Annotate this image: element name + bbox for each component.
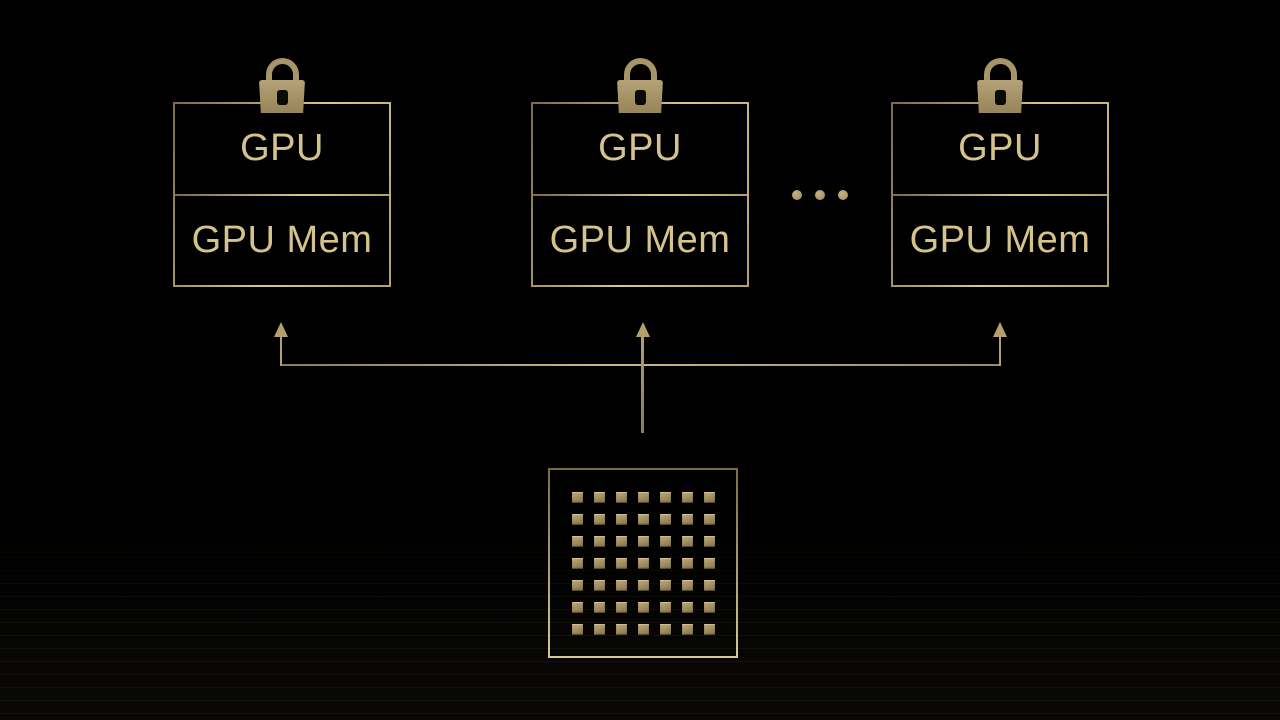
chip-cell bbox=[659, 491, 671, 503]
chip-cell bbox=[637, 623, 649, 635]
chip-cell bbox=[659, 579, 671, 591]
gpu-mem-label: GPU Mem bbox=[191, 218, 373, 261]
chip-cell bbox=[571, 557, 583, 569]
chip-cell bbox=[593, 601, 605, 613]
gpu-node-1: GPU GPU Mem bbox=[173, 58, 391, 287]
chip-cell bbox=[703, 513, 715, 525]
chip-grid bbox=[571, 491, 715, 635]
chip-cell bbox=[571, 513, 583, 525]
gpu-node-2: GPU GPU Mem bbox=[531, 58, 749, 287]
chip-cell bbox=[637, 601, 649, 613]
ellipsis-dot bbox=[838, 190, 848, 200]
lock-body bbox=[617, 80, 663, 113]
chip-cell bbox=[571, 579, 583, 591]
chip-cell bbox=[593, 579, 605, 591]
gpu-label: GPU bbox=[958, 127, 1042, 170]
chip-cell bbox=[593, 535, 605, 547]
chip-cell bbox=[593, 513, 605, 525]
lock-icon bbox=[977, 58, 1023, 113]
chip-cell bbox=[703, 535, 715, 547]
chip-cell bbox=[703, 557, 715, 569]
chip-cell bbox=[593, 491, 605, 503]
chip-cell bbox=[659, 535, 671, 547]
gpu-label: GPU bbox=[240, 127, 324, 170]
gpu-box: GPU GPU Mem bbox=[173, 102, 391, 287]
box-divider bbox=[893, 193, 1107, 196]
lock-body bbox=[259, 80, 305, 113]
chip-cell bbox=[615, 579, 627, 591]
arrow-up-icon-middle bbox=[636, 322, 650, 337]
gpu-box: GPU GPU Mem bbox=[891, 102, 1109, 287]
chip-cell bbox=[593, 623, 605, 635]
ellipsis-icon bbox=[792, 190, 848, 200]
gpu-node-3: GPU GPU Mem bbox=[891, 58, 1109, 287]
chip-cell bbox=[571, 491, 583, 503]
lock-icon bbox=[617, 58, 663, 113]
chip-cell bbox=[681, 513, 693, 525]
chip-cell bbox=[703, 491, 715, 503]
chip-cell bbox=[659, 601, 671, 613]
chip-cell bbox=[615, 601, 627, 613]
arrow-up-icon-right bbox=[993, 322, 1007, 337]
chip-cell bbox=[637, 557, 649, 569]
lock-shackle bbox=[623, 58, 657, 90]
chip-cell bbox=[571, 601, 583, 613]
chip-cell bbox=[571, 623, 583, 635]
gpu-mem-label: GPU Mem bbox=[909, 218, 1091, 261]
chip-cell bbox=[593, 557, 605, 569]
ellipsis-dot bbox=[815, 190, 825, 200]
lock-keyhole bbox=[634, 90, 646, 105]
lock-shackle bbox=[265, 58, 299, 90]
box-divider bbox=[533, 193, 747, 196]
arrow-up-icon-left bbox=[274, 322, 288, 337]
lock-keyhole bbox=[276, 90, 288, 105]
chip-cell bbox=[681, 535, 693, 547]
box-divider bbox=[175, 193, 389, 196]
chip-cell bbox=[615, 535, 627, 547]
chip-cell bbox=[703, 601, 715, 613]
chip-cell bbox=[637, 579, 649, 591]
ellipsis-dot bbox=[792, 190, 802, 200]
chip-cell bbox=[615, 623, 627, 635]
chip-cell bbox=[703, 623, 715, 635]
chip-cell bbox=[681, 601, 693, 613]
chip-cell bbox=[637, 513, 649, 525]
lock-body bbox=[977, 80, 1023, 113]
connector-vertical-middle bbox=[641, 337, 644, 433]
chip-cell bbox=[681, 579, 693, 591]
chip-cell bbox=[571, 535, 583, 547]
chip-cell bbox=[637, 535, 649, 547]
gpu-box: GPU GPU Mem bbox=[531, 102, 749, 287]
chip-cell bbox=[637, 491, 649, 503]
lock-shackle bbox=[983, 58, 1017, 90]
chip-cell bbox=[681, 491, 693, 503]
gpu-mem-label: GPU Mem bbox=[549, 218, 731, 261]
connector-vertical-left bbox=[280, 337, 282, 366]
chip-cell bbox=[615, 513, 627, 525]
chip-cell bbox=[659, 623, 671, 635]
chip-cell bbox=[703, 579, 715, 591]
chip-icon bbox=[548, 468, 738, 658]
gpu-label: GPU bbox=[598, 127, 682, 170]
chip-cell bbox=[681, 623, 693, 635]
chip-cell bbox=[615, 557, 627, 569]
chip-cell bbox=[681, 557, 693, 569]
chip-cell bbox=[659, 557, 671, 569]
chip-cell bbox=[659, 513, 671, 525]
lock-keyhole bbox=[994, 90, 1006, 105]
chip-cell bbox=[615, 491, 627, 503]
lock-icon bbox=[259, 58, 305, 113]
connector-vertical-right bbox=[999, 337, 1001, 366]
